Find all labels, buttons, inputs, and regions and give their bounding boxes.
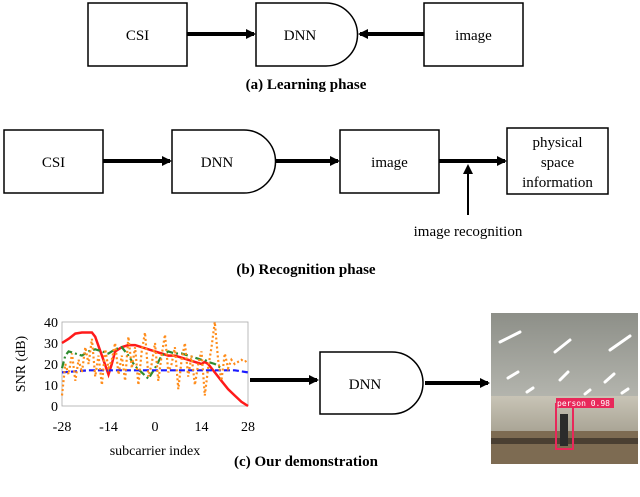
series-line-0	[61, 331, 249, 408]
dnn-shape-a	[255, 2, 359, 67]
photo-person	[560, 414, 568, 446]
image-label-a: image	[455, 28, 492, 44]
image-label-b: image	[371, 155, 408, 171]
ceiling-lights	[498, 330, 632, 396]
y-tick-label-4: 40	[44, 316, 58, 331]
y-tick-label-1: 10	[44, 379, 58, 394]
panel-learning: CSI DNN image (a) Learning phase	[87, 2, 524, 93]
x-tick-label-0: -28	[53, 420, 72, 435]
plot-area	[61, 321, 249, 407]
csi-box-a	[87, 2, 188, 67]
output-line1: physical	[533, 135, 583, 151]
panel-demonstration: 0 10 20 30 40 -28 -14 0 14 28 subcarrier index S…	[14, 313, 638, 470]
detection-tag	[556, 398, 614, 408]
chart-xticks-group: -28 -14 0 14 28	[53, 420, 255, 435]
x-axis-label: subcarrier index	[110, 444, 201, 459]
caption-b: (b) Recognition phase	[236, 262, 376, 278]
dnn-label-b: DNN	[201, 155, 234, 171]
csi-label-a: CSI	[126, 28, 149, 44]
csi-box-b	[3, 129, 104, 194]
detection-photo: person 0.98	[491, 313, 638, 464]
x-tick-label-3: 14	[195, 420, 209, 435]
dnn-shape-c	[319, 351, 424, 415]
caption-c: (c) Our demonstration	[234, 454, 379, 470]
x-tick-label-1: -14	[99, 420, 118, 435]
dnn-shape-b	[171, 129, 277, 194]
panel-recognition: CSI DNN image physical space information…	[3, 127, 609, 278]
chart-yticks-group: 0 10 20 30 40	[44, 316, 58, 415]
chart-series-group	[60, 321, 249, 408]
dnn-label-a: DNN	[284, 28, 317, 44]
recognition-label: image recognition	[414, 224, 523, 240]
y-tick-label-2: 20	[44, 358, 58, 373]
y-axis-label: SNR (dB)	[14, 335, 29, 392]
x-tick-label-4: 28	[241, 420, 255, 435]
y-tick-label-3: 30	[44, 337, 58, 352]
image-box-b	[339, 129, 440, 194]
photo-ceiling	[491, 313, 638, 396]
y-tick-label-0: 0	[51, 400, 58, 415]
detection-label: person 0.98	[557, 399, 610, 408]
snr-chart: 0 10 20 30 40 -28 -14 0 14 28 subcarrier index S…	[14, 316, 255, 459]
caption-a: (a) Learning phase	[246, 77, 367, 93]
output-line3: information	[522, 175, 593, 191]
series-line-3	[60, 321, 249, 396]
x-tick-label-2: 0	[152, 420, 159, 435]
dnn-label-c: DNN	[349, 377, 382, 393]
output-line2: space	[541, 155, 575, 171]
output-box-b	[506, 127, 609, 195]
csi-label-b: CSI	[42, 155, 65, 171]
